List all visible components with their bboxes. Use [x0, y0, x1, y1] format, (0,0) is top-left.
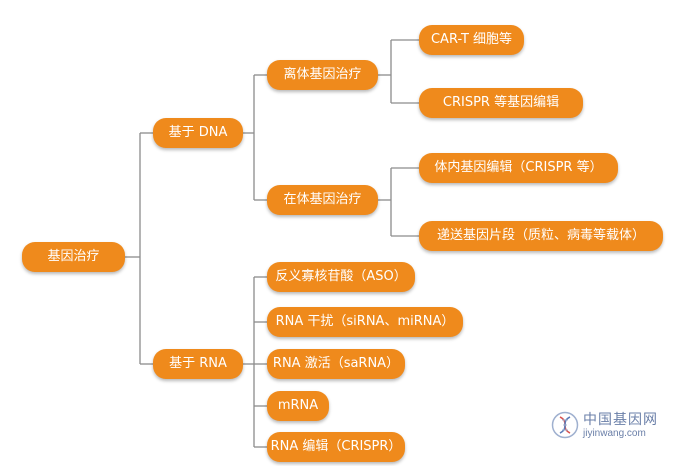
ex-vivo-node: 离体基因治疗 — [267, 60, 378, 90]
watermark-title: 中国基因网 — [583, 412, 658, 428]
watermark-url: jiyinwang.com — [583, 428, 646, 439]
rna-child-node: 反义寡核苷酸（ASO） — [267, 262, 415, 292]
watermark: 中国基因网 jiyinwang.com — [551, 409, 671, 443]
in-vivo-node: 在体基因治疗 — [267, 185, 378, 215]
rna-child-node: mRNA — [267, 391, 329, 421]
rna-child-node: RNA 激活（saRNA） — [267, 349, 405, 379]
in-vivo-child-node: 递送基因片段（质粒、病毒等载体） — [419, 221, 663, 251]
rna-child-node: RNA 编辑（CRISPR） — [267, 432, 405, 462]
ex-vivo-child-node: CAR-T 细胞等 — [419, 25, 524, 55]
root-node: 基因治疗 — [22, 242, 125, 272]
rna-child-node: RNA 干扰（siRNA、miRNA） — [267, 307, 463, 337]
ex-vivo-child-node: CRISPR 等基因编辑 — [419, 88, 583, 118]
dna-logo-icon — [551, 411, 579, 439]
in-vivo-child-node: 体内基因编辑（CRISPR 等） — [419, 153, 618, 183]
rna-node: 基于 RNA — [153, 349, 243, 379]
dna-node: 基于 DNA — [153, 118, 243, 148]
